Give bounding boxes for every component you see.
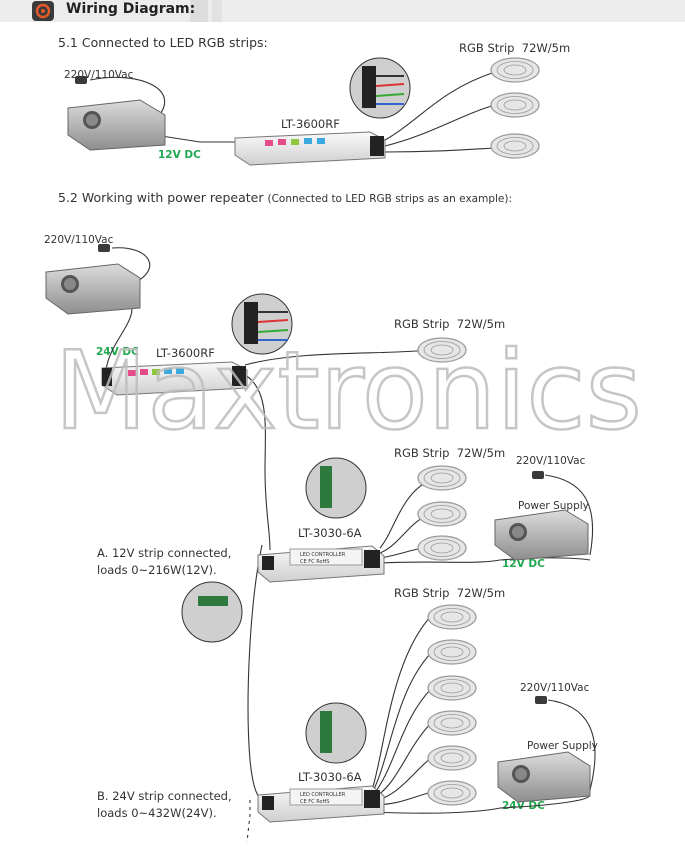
watermark-text: Maxtronics (54, 329, 642, 454)
b-note: B. 24V strip connected, loads 0~432W(24V… (97, 789, 232, 820)
b-panel-text: LED CONTROLLER (300, 792, 346, 798)
led-strip-reel (417, 337, 467, 363)
led-strip-reel (417, 535, 467, 561)
b-mains-cable (547, 699, 596, 791)
s1-strip-wire-2 (384, 104, 496, 147)
s2-controller-label: LT-3600RF (156, 346, 215, 360)
s2-dc-label: 24V DC (96, 346, 139, 358)
repeater-a-device (257, 545, 385, 583)
b-psu-label: Power Supply (527, 740, 598, 752)
a-panel-marks: CE FC RoHS (300, 559, 329, 565)
b-panel-marks: CE FC RoHS (300, 799, 329, 805)
b-strip-label: RGB Strip 72W/5m (394, 586, 506, 600)
a-note: A. 12V strip connected, loads 0~216W(12V… (97, 546, 232, 577)
s1-dc-label: 12V DC (158, 149, 201, 161)
section-2-title: 5.2 Working with power repeater (Connect… (58, 190, 512, 205)
led-strip-reel (490, 57, 540, 83)
led-strip-reel (417, 501, 467, 527)
b-dc-label: 24V DC (502, 800, 545, 812)
s2-mains-label: 220V/110Vac (44, 234, 114, 246)
s1-strip-wire-3 (384, 147, 496, 153)
a-psu-label: Power Supply (518, 500, 589, 512)
led-strip-reel (417, 465, 467, 491)
led-strip-reel (427, 675, 477, 701)
s1-strip-label: RGB Strip 72W/5m (459, 41, 571, 55)
power-supply-1 (67, 99, 166, 151)
power-supply-a (494, 509, 589, 561)
s2-strip-label: RGB Strip 72W/5m (394, 317, 506, 331)
power-supply-b (497, 751, 591, 803)
led-strip-reel (427, 604, 477, 630)
a-mains-label: 220V/110Vac (516, 455, 586, 467)
page-title: Wiring Diagram: (66, 1, 196, 17)
controller-1 (234, 131, 386, 166)
s1-strip-wire-1 (384, 71, 496, 141)
led-strip-reel (427, 780, 477, 806)
led-strip-reel (427, 639, 477, 665)
b-strip-wire-4 (371, 721, 433, 800)
gear-flame-icon (32, 1, 54, 21)
b-strip-wire-3 (371, 687, 433, 797)
led-strip-reel (427, 710, 477, 736)
plug-icon (75, 76, 547, 704)
a-panel-text: LED CONTROLLER (300, 552, 346, 558)
s2-bus-continue (246, 800, 251, 843)
b-strip-wire-2 (371, 651, 433, 794)
controller-2 (101, 361, 248, 396)
a-strip-label: RGB Strip 72W/5m (394, 446, 506, 460)
header-band (0, 0, 685, 22)
b-psu-cable (371, 794, 591, 814)
s1-dc-cable (154, 134, 245, 143)
a-psu-cable (379, 557, 591, 564)
s2-bus-to-b (247, 544, 263, 801)
led-strip-reel (490, 133, 540, 159)
a-repeater-label: LT-3030-6A (298, 526, 362, 540)
s2-bus-to-a (244, 374, 271, 551)
s1-mains-cable (89, 76, 166, 121)
s1-controller-label: LT-3600RF (281, 117, 340, 131)
led-strip-reel (427, 745, 477, 771)
b-strip-wire-1 (371, 614, 433, 791)
s2-strip-wire (244, 349, 431, 366)
section-1-title: 5.1 Connected to LED RGB strips: (58, 35, 268, 50)
power-supply-2 (45, 263, 141, 315)
b-repeater-label: LT-3030-6A (298, 770, 362, 784)
b-mains-label: 220V/110Vac (520, 682, 590, 694)
led-strip-reel (490, 92, 540, 118)
led-strip-reels (417, 57, 540, 806)
a-dc-label: 12V DC (502, 558, 545, 570)
a-mains-cable (544, 474, 594, 556)
repeater-b-device (257, 785, 385, 823)
